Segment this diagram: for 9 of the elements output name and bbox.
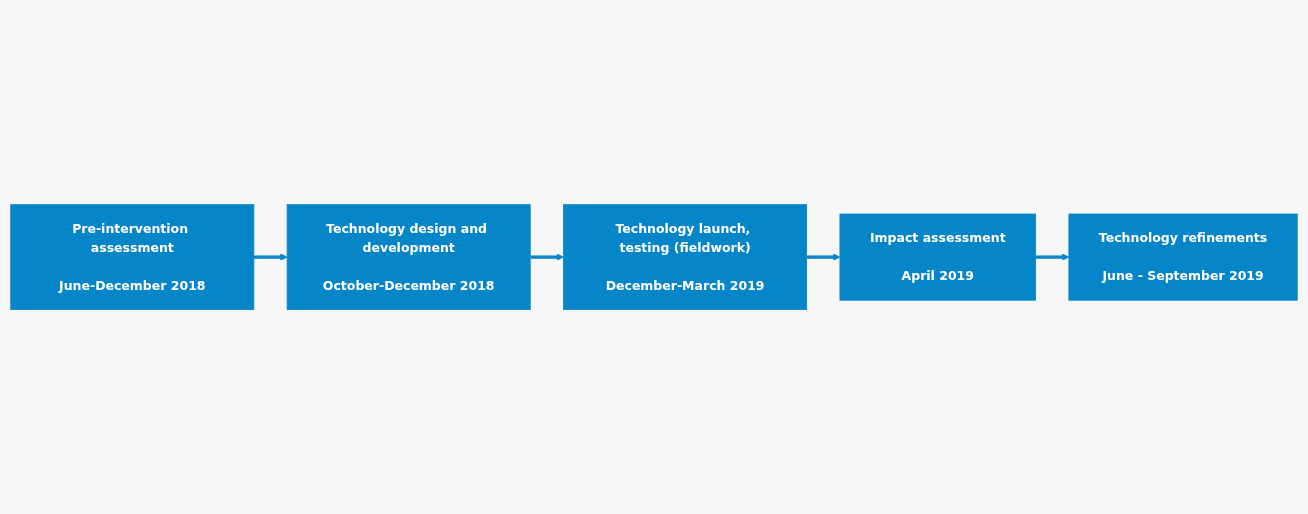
node-box: Technology launch, testing (fieldwork) December-March 2019 [563, 204, 808, 310]
arrow [806, 253, 841, 261]
node-box: Technology design and development October-December 2018 [286, 204, 531, 310]
arrow [1035, 253, 1070, 261]
arrow [530, 253, 564, 261]
node-box: Pre-intervention assessment June-December 2018 [10, 204, 255, 310]
node-box: Technology refinements June - September 2019 [1068, 213, 1298, 301]
node-box: Impact assessment April 2019 [839, 213, 1036, 301]
arrow [253, 253, 288, 261]
